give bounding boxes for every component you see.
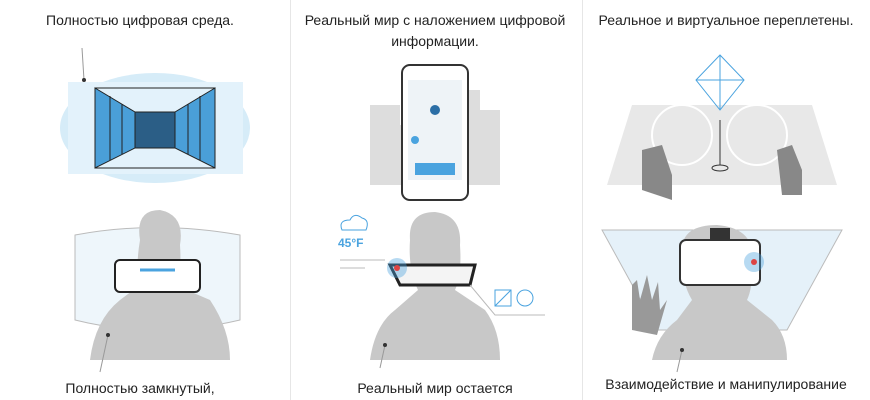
mr-top-caption: Реальное и виртуальное переплетены. bbox=[598, 12, 854, 28]
mr-column: Реальное и виртуальное переплетены. Взаи… bbox=[582, 0, 870, 400]
weather-readout: 45°F bbox=[338, 236, 364, 250]
column-divider bbox=[290, 0, 291, 400]
ar-top-caption: Реальный мир с наложением цифровой инфор… bbox=[304, 12, 566, 49]
ar-column: Реальный мир с наложением цифровой инфор… bbox=[290, 0, 580, 400]
ar-illustration bbox=[340, 64, 545, 369]
mr-bottom-caption: Взаимодействие и манипулирование bbox=[605, 376, 847, 392]
vr-illustration bbox=[60, 47, 250, 373]
vr-bottom-caption: Полностью замкнутый, bbox=[65, 380, 215, 396]
mr-illustration bbox=[601, 54, 843, 373]
vr-column: Полностью цифровая среда. Полностью замк… bbox=[0, 0, 290, 400]
vr-top-caption: Полностью цифровая среда. bbox=[46, 12, 234, 28]
column-divider bbox=[582, 0, 583, 400]
ar-bottom-caption: Реальный мир остается bbox=[357, 380, 513, 396]
